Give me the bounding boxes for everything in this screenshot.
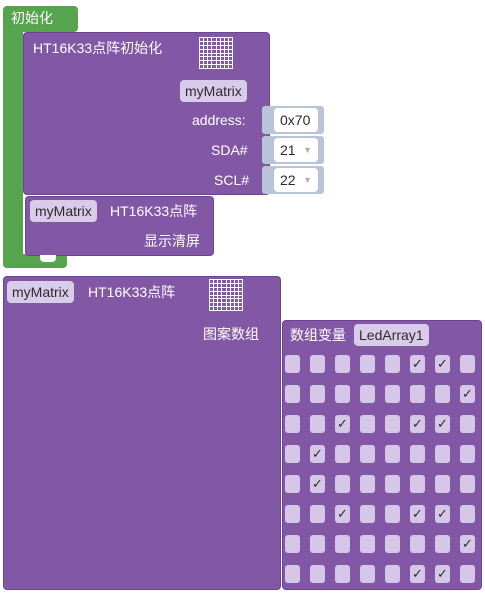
ht16k33-init-title: HT16K33点阵初始化: [33, 40, 163, 56]
led-checkbox-r3c8[interactable]: [460, 415, 475, 433]
led-checkbox-r2c4[interactable]: [360, 385, 375, 403]
dropdown-arrow-icon: ▼: [303, 145, 312, 155]
led-checkbox-r5c1[interactable]: [285, 475, 300, 493]
led-checkbox-r2c6[interactable]: [410, 385, 425, 403]
led-checkbox-r5c8[interactable]: [460, 475, 475, 493]
led-matrix-icon: [209, 279, 243, 311]
pattern-device-label: HT16K33点阵: [88, 284, 176, 300]
led-checkbox-r6c2[interactable]: [310, 505, 325, 523]
led-checkbox-r7c7[interactable]: [435, 535, 450, 553]
led-checkbox-r8c4[interactable]: [360, 565, 375, 583]
led-checkbox-r8c7[interactable]: ✓: [435, 565, 450, 583]
led-checkbox-r1c8[interactable]: [460, 355, 475, 373]
led-checkbox-r8c3[interactable]: [335, 565, 350, 583]
led-checkbox-r3c5[interactable]: [385, 415, 400, 433]
led-checkbox-r6c5[interactable]: [385, 505, 400, 523]
led-checkbox-r1c5[interactable]: [385, 355, 400, 373]
address-input[interactable]: 0x70: [274, 108, 318, 132]
led-checkbox-r8c8[interactable]: [460, 565, 475, 583]
led-checkbox-r6c3[interactable]: ✓: [335, 505, 350, 523]
led-checkbox-r4c5[interactable]: [385, 445, 400, 463]
led-checkbox-r1c6[interactable]: ✓: [410, 355, 425, 373]
setup-block-foot: [3, 254, 67, 268]
block-connector-notch: [40, 255, 56, 262]
scl-pin-value: 22: [280, 172, 296, 188]
led-checkbox-r4c4[interactable]: [360, 445, 375, 463]
led-checkbox-r7c2[interactable]: [310, 535, 325, 553]
setup-block-label: 初始化: [11, 10, 53, 26]
led-checkbox-r8c1[interactable]: [285, 565, 300, 583]
led-matrix-icon: [199, 37, 233, 69]
setup-block[interactable]: [3, 6, 78, 32]
led-checkbox-r7c1[interactable]: [285, 535, 300, 553]
led-checkbox-r6c1[interactable]: [285, 505, 300, 523]
led-checkbox-r8c5[interactable]: [385, 565, 400, 583]
led-checkbox-r2c7[interactable]: [435, 385, 450, 403]
led-checkbox-r4c3[interactable]: [335, 445, 350, 463]
led-checkbox-r7c3[interactable]: [335, 535, 350, 553]
sda-label: SDA#: [211, 142, 248, 158]
led-checkbox-r3c1[interactable]: [285, 415, 300, 433]
show-pattern-block[interactable]: [3, 276, 281, 590]
led-checkbox-r6c6[interactable]: ✓: [410, 505, 425, 523]
clear-action-label: 显示清屏: [144, 233, 200, 249]
led-checkbox-r1c1[interactable]: [285, 355, 300, 373]
address-label: address:: [192, 112, 246, 128]
led-checkbox-r5c2[interactable]: ✓: [310, 475, 325, 493]
led-checkbox-r5c6[interactable]: [410, 475, 425, 493]
pattern-array-label: 图案数组: [203, 326, 259, 342]
led-checkbox-r2c2[interactable]: [310, 385, 325, 403]
matrix-variable-field[interactable]: myMatrix: [180, 80, 247, 102]
led-checkbox-r1c4[interactable]: [360, 355, 375, 373]
led-checkbox-r6c8[interactable]: [460, 505, 475, 523]
led-checkbox-r6c7[interactable]: ✓: [435, 505, 450, 523]
led-checkbox-r7c4[interactable]: [360, 535, 375, 553]
array-variable-field[interactable]: LedArray1: [354, 324, 429, 346]
led-checkbox-r2c3[interactable]: [335, 385, 350, 403]
led-checkbox-r2c1[interactable]: [285, 385, 300, 403]
led-checkbox-r4c7[interactable]: [435, 445, 450, 463]
led-checkbox-r3c6[interactable]: ✓: [410, 415, 425, 433]
dropdown-arrow-icon: ▼: [303, 175, 312, 185]
led-checkbox-r3c4[interactable]: [360, 415, 375, 433]
led-checkbox-r5c7[interactable]: [435, 475, 450, 493]
led-checkbox-r2c8[interactable]: ✓: [460, 385, 475, 403]
led-checkbox-r1c2[interactable]: [310, 355, 325, 373]
led-checkbox-r3c7[interactable]: ✓: [435, 415, 450, 433]
led-checkbox-r3c2[interactable]: [310, 415, 325, 433]
sda-pin-dropdown[interactable]: 21 ▼: [274, 138, 318, 162]
matrix-variable-field[interactable]: myMatrix: [30, 200, 97, 222]
led-checkbox-r5c3[interactable]: [335, 475, 350, 493]
led-checkbox-r8c6[interactable]: ✓: [410, 565, 425, 583]
led-checkbox-r2c5[interactable]: [385, 385, 400, 403]
led-checkbox-r8c2[interactable]: [310, 565, 325, 583]
led-checkbox-r1c3[interactable]: [335, 355, 350, 373]
clear-device-label: HT16K33点阵: [110, 203, 198, 219]
matrix-variable-field[interactable]: myMatrix: [7, 281, 74, 303]
led-checkbox-r7c8[interactable]: ✓: [460, 535, 475, 553]
led-checkbox-r5c4[interactable]: [360, 475, 375, 493]
led-checkbox-r4c8[interactable]: [460, 445, 475, 463]
led-checkbox-r4c1[interactable]: [285, 445, 300, 463]
array-variable-label: 数组变量: [290, 327, 346, 343]
led-checkbox-r7c5[interactable]: [385, 535, 400, 553]
led-checkbox-r3c3[interactable]: ✓: [335, 415, 350, 433]
led-checkbox-r6c4[interactable]: [360, 505, 375, 523]
led-checkbox-r5c5[interactable]: [385, 475, 400, 493]
scl-label: SCL#: [214, 172, 250, 188]
sda-pin-value: 21: [280, 142, 296, 158]
scl-pin-dropdown[interactable]: 22 ▼: [274, 168, 318, 192]
led-checkbox-r4c6[interactable]: [410, 445, 425, 463]
led-checkbox-r7c6[interactable]: [410, 535, 425, 553]
led-checkbox-r1c7[interactable]: ✓: [435, 355, 450, 373]
led-checkbox-r4c2[interactable]: ✓: [310, 445, 325, 463]
setup-block-spine: [3, 28, 23, 262]
